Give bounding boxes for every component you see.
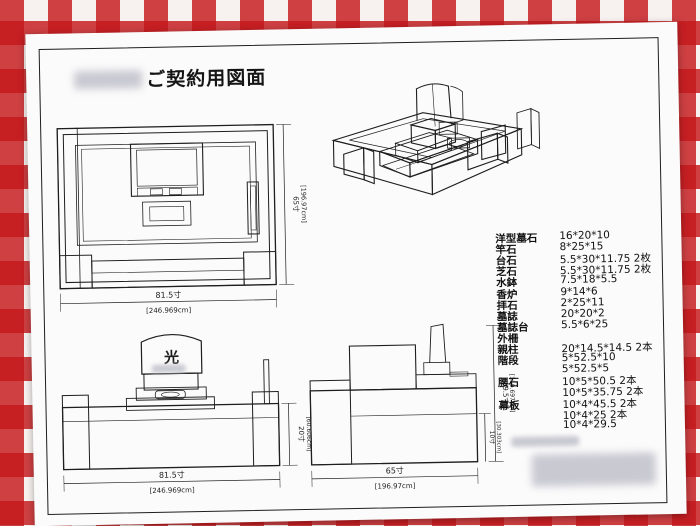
front-width-dim: 81.5寸 [159,469,185,479]
part-dimensions: 5.5*6*25 [561,318,608,331]
plan-width-dim: 81.5寸 [155,289,181,299]
side-width-dim-cm: [196.97cm] [375,482,416,491]
side-elevation [309,323,504,487]
plan-depth-dim: 65寸 [291,196,300,212]
part-name: 腰石 [498,375,519,390]
plan-depth-dim-cm: [196.97cm] [299,185,308,223]
side-base-height-dim-cm: [30.303cm] [495,421,502,453]
side-width-dim: 65寸 [386,465,404,475]
plan-view [57,124,294,311]
blurred-front-label [152,364,186,373]
contract-drawing-sheet: ご契約用図面 [25,22,686,526]
front-height-dim-cm: [60.606cm] [305,416,313,451]
part-dimensions: 10*4*29.5 [563,418,617,431]
part-name: 階段 [498,353,519,368]
isometric-view [332,82,540,197]
plan-width-dim-cm: [246.969cm] [146,306,191,315]
front-elevation [61,332,298,491]
part-name: 幕板 [498,397,519,412]
front-height-dim: 20寸 [297,426,306,442]
side-base-height-dim: 10寸 [488,431,496,445]
blurred-footer-small [511,436,579,447]
blurred-footer-large [532,452,657,486]
front-width-dim-cm: [246.969cm] [150,486,195,495]
